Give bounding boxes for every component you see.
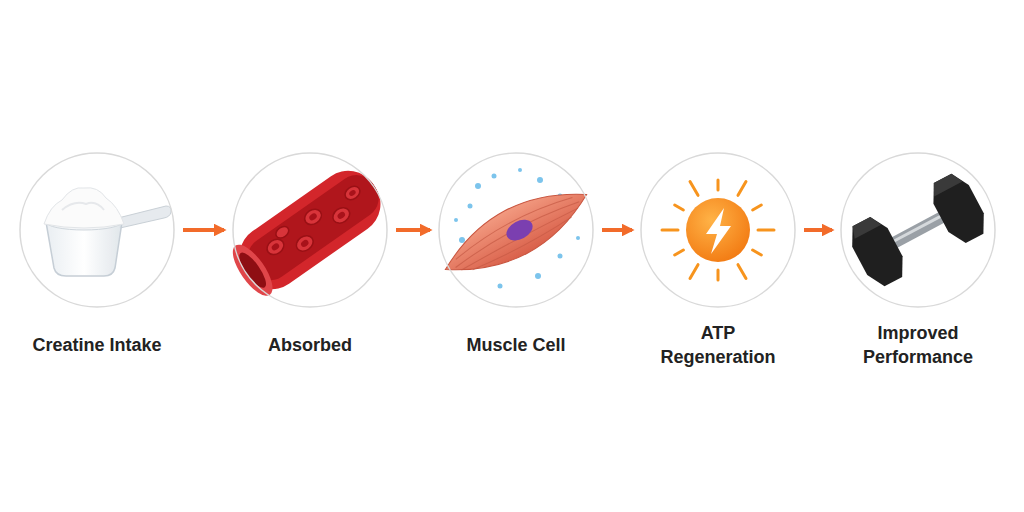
ray xyxy=(738,182,746,196)
step-label: Muscle Cell xyxy=(466,333,565,357)
step-circle: Absorbed xyxy=(232,152,388,308)
circle-outline xyxy=(840,152,996,308)
ray xyxy=(675,205,684,210)
energy-burst xyxy=(662,180,774,280)
ray xyxy=(690,182,698,196)
ray xyxy=(717,270,720,280)
ray xyxy=(675,250,684,255)
step-label: Absorbed xyxy=(268,333,352,357)
step-circle: Improved Performance xyxy=(840,152,996,308)
ray xyxy=(753,205,762,210)
circle-outline xyxy=(232,152,388,308)
ray xyxy=(662,229,678,232)
ray xyxy=(753,250,762,255)
muscle-cell xyxy=(434,168,598,291)
step-circle: ATP Regeneration xyxy=(640,152,796,308)
flow-arrow xyxy=(183,228,224,232)
step-circle: Creatine Intake xyxy=(19,152,175,308)
flow-arrow xyxy=(804,228,832,232)
ray xyxy=(738,265,746,279)
ray xyxy=(758,229,774,232)
flow-arrow xyxy=(602,228,632,232)
step-label: ATP Regeneration xyxy=(653,321,783,370)
circle-outline xyxy=(438,152,594,308)
ray xyxy=(717,180,720,190)
flow-arrow xyxy=(396,228,430,232)
circle-outline xyxy=(640,152,796,308)
step-label: Creatine Intake xyxy=(32,333,161,357)
powder-scoop xyxy=(44,188,171,276)
step-circle: Muscle Cell xyxy=(438,152,594,308)
dumbbell xyxy=(844,169,992,291)
circle-outline xyxy=(19,152,175,308)
step-label: Improved Performance xyxy=(853,321,983,370)
ray xyxy=(690,265,698,279)
